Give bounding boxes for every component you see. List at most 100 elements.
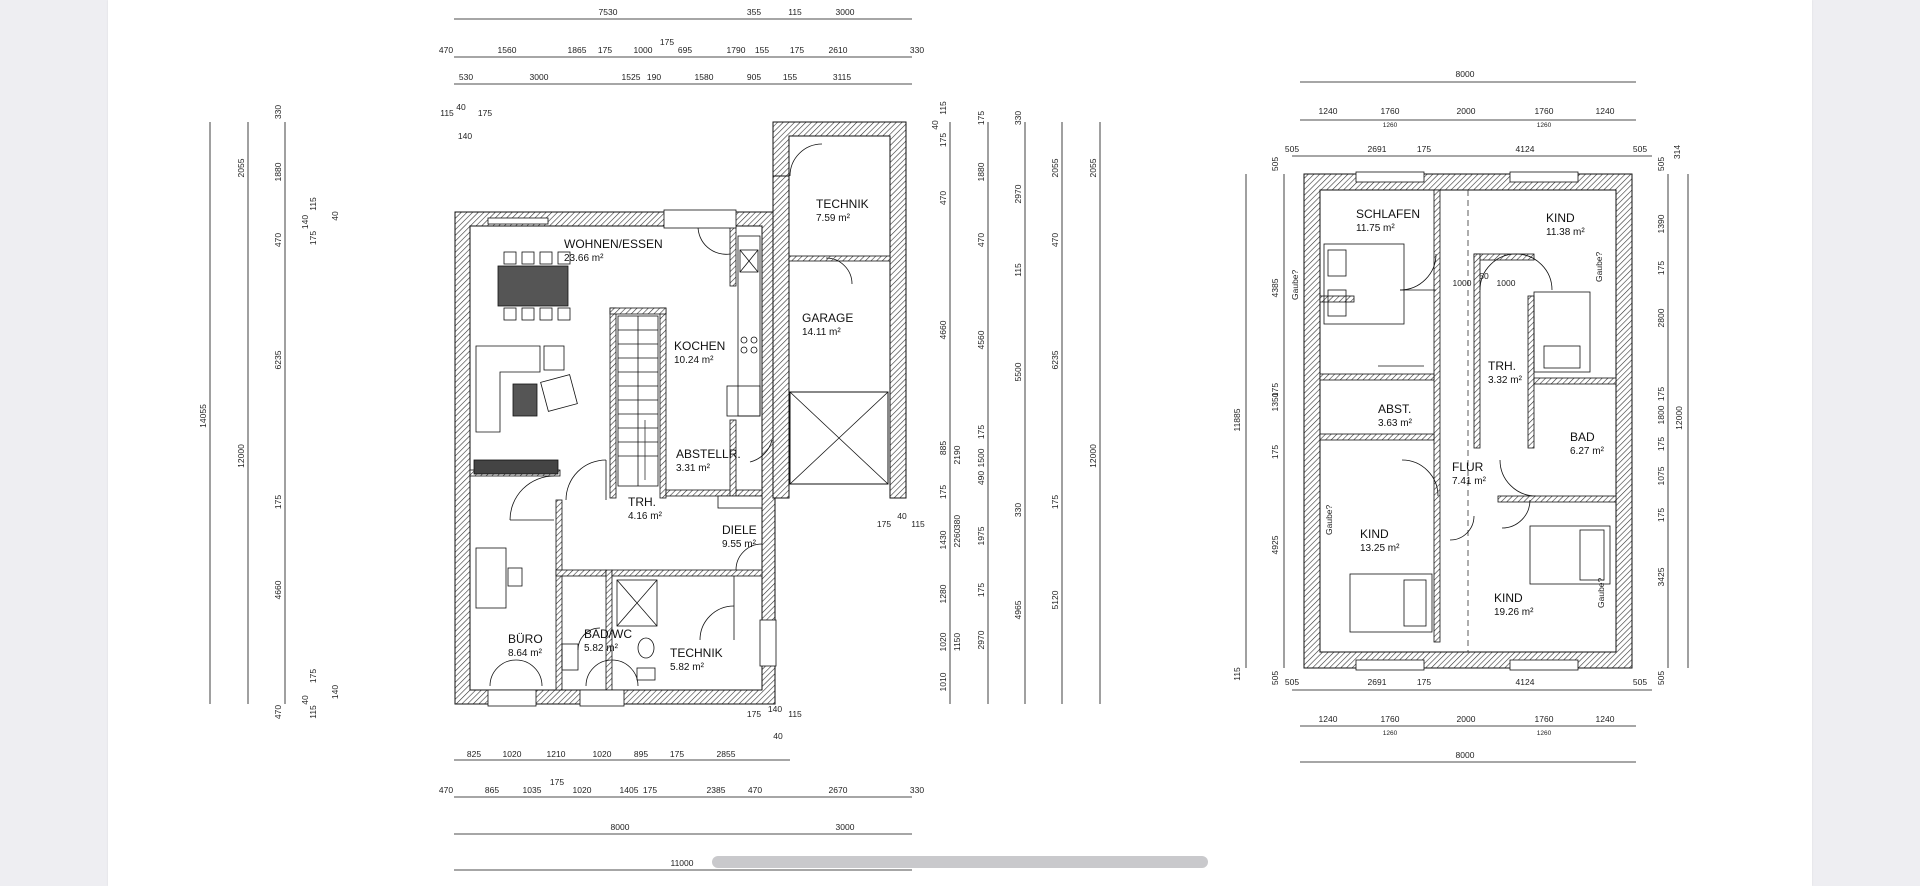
og-dimension-label: 505 (1633, 144, 1647, 154)
og-vertical-dimension-label: 12000 (1674, 406, 1684, 430)
og-vertical-dimension-label: 505 (1270, 671, 1280, 685)
eg-room-buero-name: BÜRO (508, 632, 543, 646)
eg-vertical-dimension-label: 12000 (1088, 444, 1098, 468)
eg-dimension-label: 3000 (836, 822, 855, 832)
og-vertical-dimension-label: 1390 (1656, 214, 1666, 233)
eg-vertical-dimension-label: 140 (300, 215, 310, 229)
og-vertical-dimension-label: 175 (1656, 437, 1666, 451)
og-vertical-dimension-label: 2800 (1656, 308, 1666, 327)
eg-vertical-dimension-label: 115 (308, 197, 318, 211)
og-vertical-dimension-label: 505 (1656, 671, 1666, 685)
og-vertical-dimension-label: 175 (1270, 383, 1280, 397)
garage-wall (772, 121, 907, 499)
eg-dimension-label: 470 (439, 785, 453, 795)
og-vertical-dimension-label: 4925 (1270, 535, 1280, 554)
eg-vertical-dimension-label: 470 (976, 233, 986, 247)
eg-dimension-label: 470 (439, 45, 453, 55)
og-room-flur-name: FLUR (1452, 460, 1484, 474)
eg-dimension-label: 2855 (717, 749, 736, 759)
eg-dimension-label: 865 (485, 785, 499, 795)
eg-room-abstellr-name: ABSTELLR. (676, 447, 741, 461)
eg-dimension-label: 8000 (611, 822, 630, 832)
og-dimension-label: 1760 (1381, 106, 1400, 116)
eg-vertical-dimension-label: 2190 (952, 445, 962, 464)
eg-dimension-label: 175 (790, 45, 804, 55)
og-vertical-dimension-label: 3425 (1656, 567, 1666, 586)
eg-dimension-label: 140 (458, 131, 472, 141)
eg-room-trh-eg-area: 4.16 m² (628, 511, 663, 522)
eg-room-abstellr-area: 3.31 m² (676, 463, 711, 474)
og-furniture (1323, 243, 1611, 633)
og-dimension-label: 505 (1285, 677, 1299, 687)
sofa (473, 345, 578, 475)
eg-vertical-dimension-label: 885 (938, 441, 948, 455)
og-gaube-note: Gaube? (1324, 504, 1334, 535)
og-dimension-label: 1000 (1453, 278, 1472, 288)
eg-room-technik-top-name: TECHNIK (816, 197, 869, 211)
eg-vertical-dimension-label: 6235 (273, 350, 283, 369)
garage-door-x2 (789, 391, 889, 485)
eg-dimension-label: 1020 (503, 749, 522, 759)
eg-dimension-label: 175 (877, 519, 891, 529)
eg-dimension-label: 40 (897, 511, 907, 521)
og-dimension-label: 1240 (1319, 714, 1338, 724)
eg-vertical-dimension-label: 470 (273, 705, 283, 719)
eg-room-trh-eg-name: TRH. (628, 495, 656, 509)
eg-dimension-label: 330 (910, 45, 924, 55)
og-small-dimension-label: 1260 (1537, 122, 1552, 129)
og-room-flur-area: 7.41 m² (1452, 476, 1487, 487)
eg-vertical-dimension-label: 175 (976, 583, 986, 597)
eg-dimension-label: 3115 (833, 72, 852, 82)
og-vertical-dimension-label: 175 (1656, 261, 1666, 275)
eg-vertical-dimension-label: 4660 (273, 580, 283, 599)
eg-dimension-label: 530 (459, 72, 473, 82)
eg-vertical-dimension-label: 1975 (976, 526, 986, 545)
garage-door-box (789, 391, 889, 485)
eg-room-wohnen-name: WOHNEN/ESSEN (564, 237, 663, 251)
og-room-abst-area: 3.63 m² (1378, 418, 1413, 429)
og-dimension-label: 1760 (1535, 714, 1554, 724)
og-dimension-label: 2691 (1368, 144, 1387, 154)
og-vertical-dimension-label: 115 (1232, 667, 1242, 681)
og-vertical-dimension-label: 175 (1656, 508, 1666, 522)
eg-vertical-dimension-label: 490 (976, 471, 986, 485)
og-gaube-note: Gaube? (1596, 577, 1606, 608)
eg-dimension-label: 330 (910, 785, 924, 795)
og-vertical-dimension-label: 11885 (1232, 408, 1242, 431)
eg-dimension-label: 175 (670, 749, 684, 759)
eg-dimension-label: 2610 (829, 45, 848, 55)
eg-room-technik-bot-area: 5.82 m² (670, 662, 705, 673)
og-room-kind-bl-area: 13.25 m² (1360, 543, 1400, 554)
eg-dimension-label: 7530 (599, 7, 618, 17)
og-dimension-label: 2000 (1457, 714, 1476, 724)
horizontal-scrollbar[interactable] (712, 856, 1208, 868)
eg-vertical-dimension-label: 2970 (1013, 184, 1023, 203)
eg-dimension-label: 1035 (523, 785, 542, 795)
eg-room-technik-top-area: 7.59 m² (816, 213, 851, 224)
eg-vertical-dimension-label: 330 (1013, 503, 1023, 517)
og-room-kind-br-name: KIND (1494, 591, 1523, 605)
og-dimension-label: 4124 (1516, 144, 1535, 154)
eg-dimension-label: 1020 (573, 785, 592, 795)
eg-dimension-label: 695 (678, 45, 692, 55)
eg-vertical-dimension-label: 40 (330, 211, 340, 221)
eg-dimension-label: 175 (660, 37, 674, 47)
eg-dimension-label: 2670 (829, 785, 848, 795)
eg-vertical-dimension-label: 2055 (1088, 158, 1098, 177)
eg-room-technik-bot-name: TECHNIK (670, 646, 723, 660)
og-room-kind-br-area: 19.26 m² (1494, 607, 1534, 618)
og-gaube-note: Gaube? (1594, 251, 1604, 282)
eg-dimension-label: 140 (768, 704, 782, 714)
og-vertical-dimension-label: 505 (1270, 157, 1280, 171)
eg-vertical-dimension-label: 175 (976, 111, 986, 125)
eg-vertical-dimension-label: 175 (1050, 495, 1060, 509)
og-vertical-dimension-label: 175 (1270, 445, 1280, 459)
eg-vertical-dimension-label: 470 (938, 191, 948, 205)
eg-vertical-dimension-label: 140 (330, 685, 340, 699)
eg-dimension-label: 115 (788, 709, 802, 719)
eg-vertical-dimension-label: 115 (1013, 263, 1023, 277)
eg-vertical-dimension-label: 175 (308, 669, 318, 683)
og-room-bad-area: 6.27 m² (1570, 446, 1605, 457)
eg-room-diele-name: DIELE (722, 523, 757, 537)
og-dimension-label: 505 (1633, 677, 1647, 687)
